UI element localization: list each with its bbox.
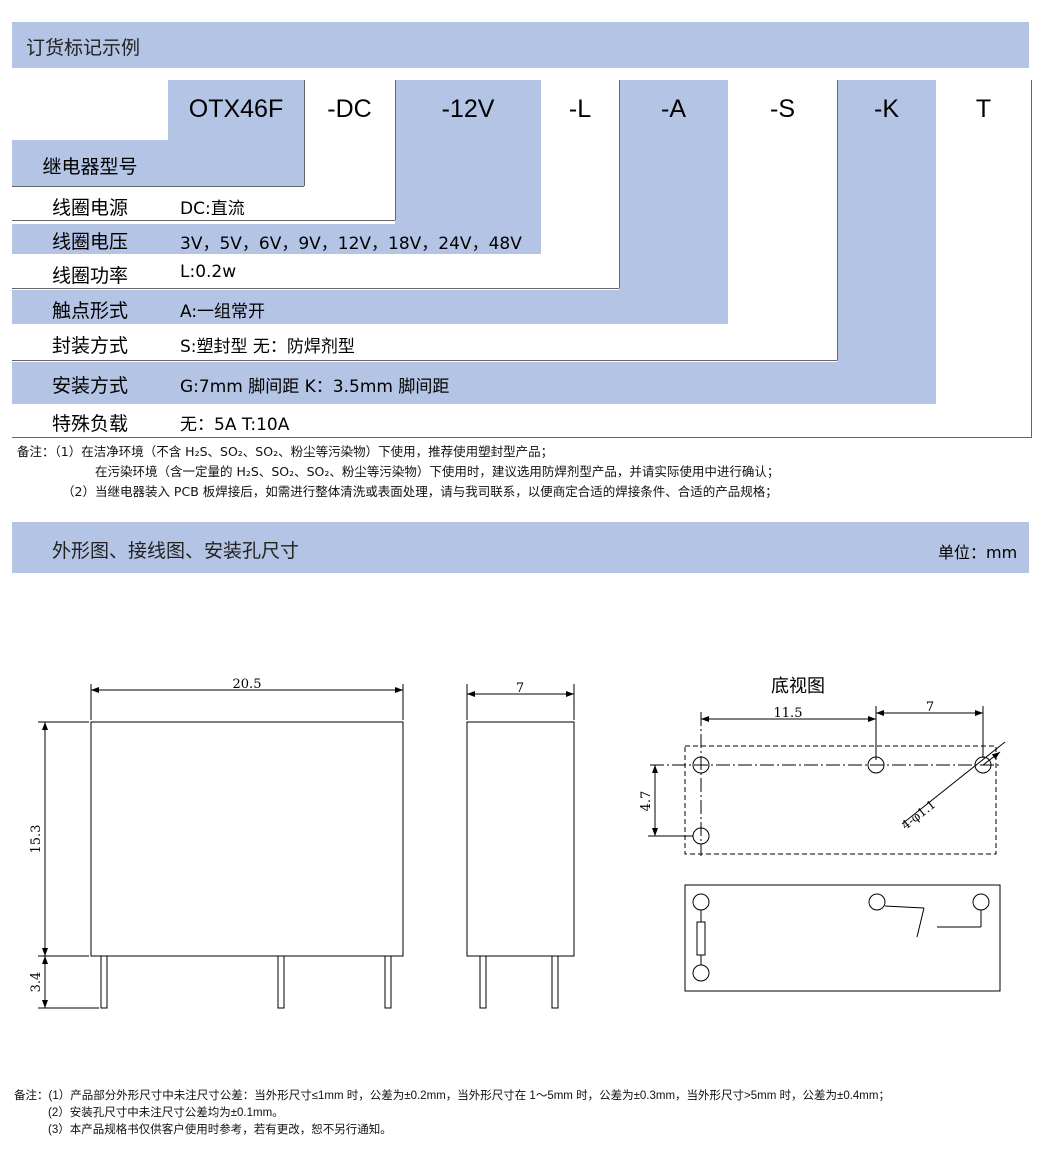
pin (551, 955, 559, 1009)
pin (479, 955, 487, 1009)
section-title: 外形图、接线图、安装孔尺寸 (52, 540, 300, 562)
mounting-hole (867, 756, 885, 774)
front-view-body (90, 721, 404, 957)
code-coil-voltage: -12V (441, 95, 495, 123)
pin (384, 955, 392, 1009)
section-header-dimensions (12, 522, 1029, 573)
row-label: 封装方式 (51, 335, 128, 357)
note-line: (2）安装孔尺寸中未注尺寸公差均为±0.1mm。 (48, 1107, 284, 1119)
row-value: DC:直流 (180, 199, 245, 219)
row-label: 触点形式 (51, 300, 128, 322)
row-label: 特殊负载 (51, 413, 128, 435)
terminal (692, 893, 710, 911)
mounting-hole (692, 756, 710, 774)
wiring-diagram-outline (684, 884, 1001, 992)
note-line: 在污染环境（含一定量的 H₂S、SO₂、SO₂、粉尘等污染物）下使用时，建议选用… (95, 464, 780, 479)
block-mount-row (12, 362, 936, 404)
terminal (692, 964, 710, 982)
note-line: （2）当继电器装入 PCB 板焊接后，如需进行整体清洗或表面处理，请与我司联系，… (62, 484, 778, 499)
code-model: OTX46F (188, 95, 284, 123)
block-model-code (168, 80, 304, 186)
bottom-view-title: 底视图 (771, 676, 825, 697)
code-special-load: T (975, 95, 992, 123)
code-coil-power: -L (568, 95, 592, 123)
section-title: 订货标记示例 (26, 37, 141, 59)
note-line: (3）本产品规格书仅供客户使用时参考，若有更改，恕不另行通知。 (48, 1124, 392, 1136)
block-voltage-code (395, 80, 541, 254)
code-coil-supply: -DC (327, 95, 372, 123)
row-label: 线圈电压 (51, 231, 128, 253)
dim-pitch-b: 7 (926, 700, 934, 715)
dim-side-width: 7 (516, 681, 524, 696)
dim-hole-spec: 4-φ1.1 (899, 797, 938, 832)
pin (277, 955, 285, 1009)
block-contact-row (12, 290, 728, 324)
row-label: 继电器型号 (42, 156, 138, 178)
terminal (972, 893, 990, 911)
row-value: A:一组常开 (180, 302, 266, 322)
mounting-hole (974, 756, 992, 774)
side-view-body (466, 721, 575, 957)
dim-pitch-a: 11.5 (774, 706, 803, 721)
code-package: -S (770, 95, 795, 123)
block-model (12, 140, 168, 186)
row-value: S:塑封型 无：防焊剂型 (180, 337, 355, 357)
dim-pitch-c: 4.7 (639, 791, 654, 812)
dim-front-height: 15.3 (29, 825, 44, 854)
row-label: 线圈功率 (51, 265, 128, 287)
bottom-view-outline (684, 745, 997, 855)
code-mounting: -K (874, 95, 899, 123)
terminal (868, 893, 886, 911)
row-label: 安装方式 (51, 375, 128, 397)
note-line: 备注：(1）产品部分外形尺寸中未注尺寸公差：当外形尺寸≤1mm 时，公差为±0.… (14, 1090, 890, 1102)
row-value: 3V，5V，6V，9V，12V，18V，24V，48V (180, 234, 522, 254)
dim-pin-length: 3.4 (29, 972, 44, 993)
row-label: 线圈电源 (51, 197, 128, 219)
block-mount-code (837, 80, 936, 404)
pin (100, 955, 108, 1009)
unit-label: 单位：mm (938, 543, 1018, 562)
row-value: G:7mm 脚间距 K：3.5mm 脚间距 (180, 377, 450, 397)
code-contact-form: -A (661, 95, 686, 123)
note-line: 备注：（1）在洁净环境（不含 H₂S、SO₂、SO₂、粉尘等污染物）下使用，推荐… (17, 444, 554, 459)
row-value: 无：5A T:10A (180, 415, 290, 435)
block-contact-code (619, 80, 728, 324)
coil-symbol (696, 921, 706, 956)
section-header-order-code (12, 22, 1029, 68)
dim-front-width: 20.5 (233, 677, 262, 692)
row-value: L:0.2w (180, 262, 237, 282)
